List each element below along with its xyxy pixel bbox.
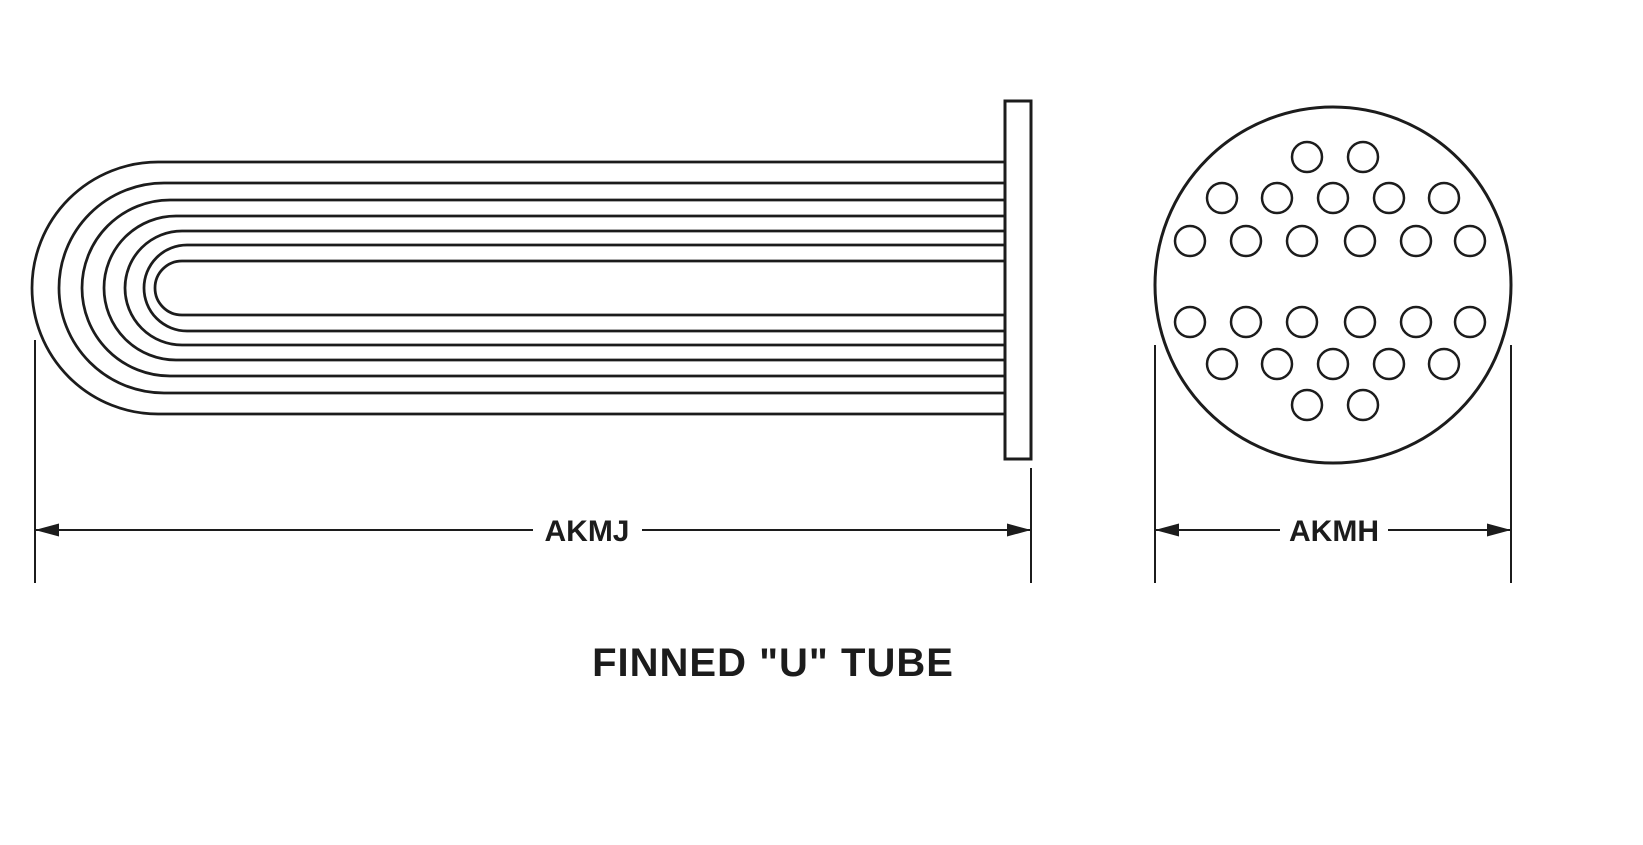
u-tube-3 xyxy=(80,198,1005,378)
arrowhead-left xyxy=(1155,523,1179,537)
u-tube-4 xyxy=(102,214,1005,362)
u-tube-bundle-side-view xyxy=(30,99,1033,461)
dimension-label-akmj: AKMJ xyxy=(544,515,629,548)
dimension-label-akmh: AKMH xyxy=(1289,515,1379,548)
tube-sheet-flange xyxy=(1003,99,1033,461)
u-tube-6 xyxy=(142,243,1005,333)
tube-hole xyxy=(1229,305,1263,339)
tube-hole xyxy=(1290,388,1324,422)
tube-hole xyxy=(1205,181,1239,215)
tube-hole xyxy=(1316,347,1350,381)
tube-hole xyxy=(1260,181,1294,215)
tube-hole xyxy=(1173,305,1207,339)
tube-hole xyxy=(1453,305,1487,339)
u-tube-5 xyxy=(123,229,1005,347)
tube-sheet-face xyxy=(1153,105,1513,465)
tube-hole xyxy=(1285,305,1319,339)
dimension-akmj: AKMJ xyxy=(34,340,1032,583)
diagram-title: FINNED "U" TUBE xyxy=(592,641,954,685)
tube-hole xyxy=(1205,347,1239,381)
arrowhead-left xyxy=(35,523,59,537)
tube-hole xyxy=(1372,181,1406,215)
tube-hole xyxy=(1399,224,1433,258)
tube-hole xyxy=(1229,224,1263,258)
u-tube-2 xyxy=(57,181,1005,395)
tube-hole xyxy=(1343,305,1377,339)
u-tube-7 xyxy=(153,259,1005,317)
tube-hole xyxy=(1260,347,1294,381)
arrowhead-right xyxy=(1007,523,1031,537)
tube-hole xyxy=(1285,224,1319,258)
u-tube-shell-outline xyxy=(30,160,1005,416)
tube-hole xyxy=(1427,347,1461,381)
tube-hole xyxy=(1453,224,1487,258)
tube-hole xyxy=(1316,181,1350,215)
tube-hole xyxy=(1399,305,1433,339)
tube-sheet-end-view xyxy=(1153,105,1513,465)
tube-hole xyxy=(1173,224,1207,258)
dimension-akmh: AKMH xyxy=(1154,345,1512,583)
tube-hole xyxy=(1372,347,1406,381)
tube-hole xyxy=(1346,388,1380,422)
tube-hole xyxy=(1427,181,1461,215)
arrowhead-right xyxy=(1487,523,1511,537)
tube-hole xyxy=(1346,140,1380,174)
tube-hole xyxy=(1290,140,1324,174)
tube-hole xyxy=(1343,224,1377,258)
